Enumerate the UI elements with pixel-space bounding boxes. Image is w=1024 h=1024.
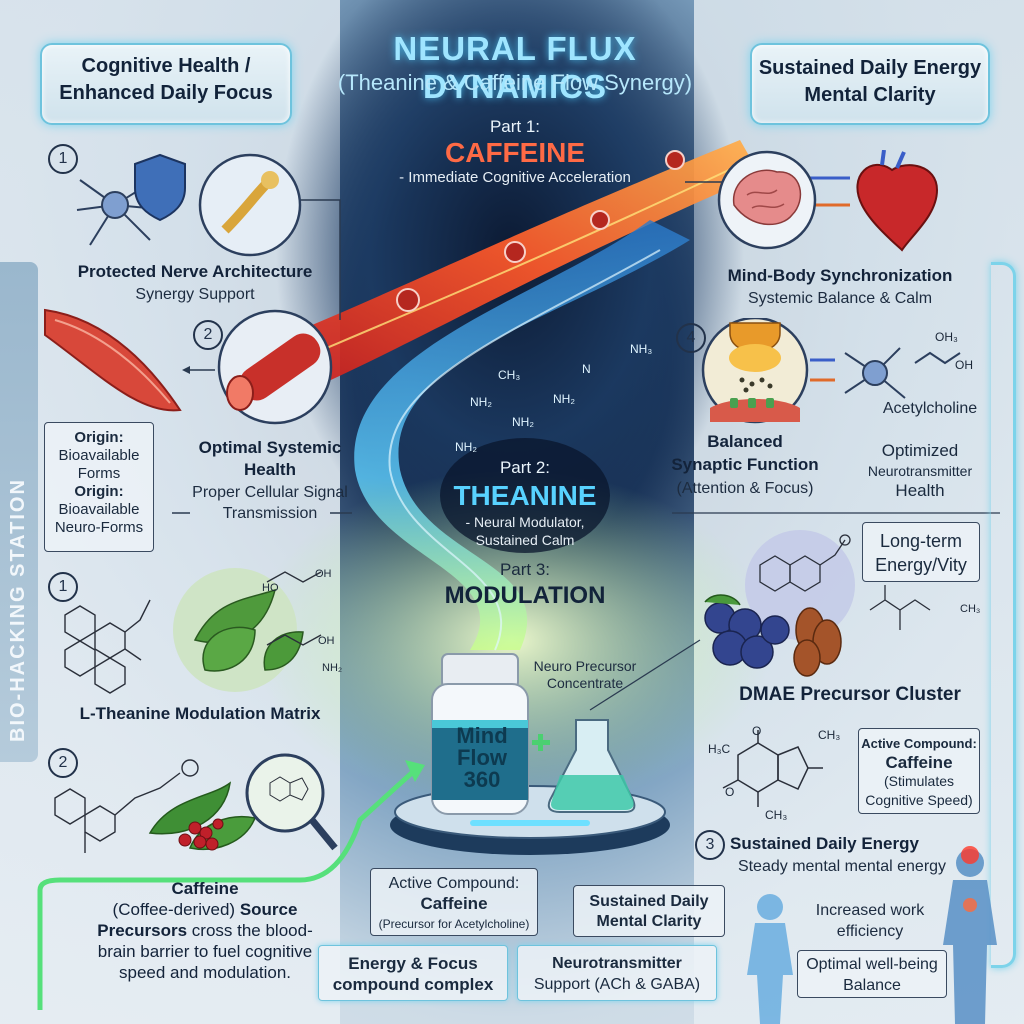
chem-o-2: O — [725, 785, 735, 799]
chem-nh2-stream-1: NH₂ — [470, 395, 492, 409]
acetylcholine-label: Acetylcholine — [882, 400, 978, 417]
chem-oh3: OH₃ — [935, 330, 958, 344]
synaptic-title2: Synaptic Function — [671, 455, 819, 474]
optimal-systemic-title2: Health — [244, 460, 296, 479]
neurotransmitter-support-box: Neurotransmitter Support (ACh & GABA) — [517, 945, 717, 1001]
part2-desc2: Sustained Calm — [475, 532, 575, 548]
mind-body-title: Mind-Body Synchronization — [727, 266, 953, 285]
chem-oh-2: OH — [318, 635, 335, 647]
mind-body-sub: Systemic Balance & Calm — [747, 290, 933, 307]
product-pedestal-illustration — [390, 653, 670, 855]
part2-disc — [440, 438, 610, 553]
synapse-illustration — [701, 318, 961, 424]
step-number-4: 2 — [48, 748, 78, 778]
energy-focus-box: Energy & Focus compound complex — [318, 945, 508, 1001]
chem-oh-3: OH — [955, 358, 973, 372]
increased-efficiency-2: efficiency — [836, 923, 904, 940]
optimal-systemic-title1: Optimal Systemic — [198, 438, 342, 457]
part3-name: MODULATION — [444, 582, 606, 609]
part1-name: CAFFEINE — [445, 137, 585, 168]
chem-o-1: O — [752, 724, 762, 738]
part2-desc1: - Neural Modulator, — [465, 514, 585, 530]
chem-nh2-1: NH₂ — [322, 662, 343, 674]
caffeine-molecule — [722, 730, 823, 807]
sustained-energy-box: Sustained Daily Energy Mental Clarity — [750, 43, 990, 125]
chem-ch3-1: CH₃ — [960, 603, 981, 615]
caffeine-source-block: Caffeine (Coffee-derived) Source Precurs… — [97, 879, 313, 982]
part3-label: Part 3: — [499, 560, 551, 579]
berries-seeds-illustration — [704, 530, 931, 677]
bottle-brand: Mind Flow 360 — [456, 723, 508, 792]
part1-desc: - Immediate Cognitive Acceleration — [399, 169, 631, 186]
dmae-label: DMAE Precursor Cluster — [739, 684, 961, 705]
protected-nerve-sub: Synergy Support — [135, 286, 255, 303]
optimal-systemic-sub2: Transmission — [222, 505, 318, 522]
page-title: NEURAL FLUX DYNAMICS — [393, 30, 637, 105]
step-number-1: 1 — [48, 144, 78, 174]
chem-ch3-2: CH₃ — [818, 728, 841, 742]
part1-label: Part 1: — [489, 117, 541, 136]
chem-h3c-1: H₃C — [708, 742, 731, 756]
muscle-vessel-illustration — [44, 308, 333, 425]
step-number-6: 3 — [695, 830, 725, 860]
synaptic-title1: Balanced — [707, 432, 783, 451]
chem-nh2-stream-4: NH₂ — [455, 440, 477, 454]
chem-oh-1: OH — [315, 568, 332, 580]
step-number-5: 4 — [676, 323, 706, 353]
part2-name: THEANINE — [453, 480, 597, 511]
longterm-box: Long-term Energy/Vity — [862, 522, 980, 582]
chem-nh2-stream-2: NH₂ — [512, 415, 534, 429]
optimal-wellbeing-box: Optimal well-being Balance — [797, 950, 947, 998]
coffee-plant-illustration — [54, 753, 338, 853]
cognitive-health-box: Cognitive Health / Enhanced Daily Focus — [40, 43, 292, 125]
sustained-clarity-box: Sustained Daily Mental Clarity — [573, 885, 725, 937]
theanine-matrix-label: L-Theanine Modulation Matrix — [79, 704, 321, 723]
origin-box: Origin: Bioavailable Forms Origin: Bioav… — [44, 422, 154, 552]
chem-ch3-stream: CH₃ — [498, 368, 521, 382]
step-number-3: 1 — [48, 572, 78, 602]
sustained-energy-title: Sustained Daily Energy — [730, 834, 919, 853]
page-subtitle: (Theanine & Caffeine Flow Synergy) — [337, 70, 693, 95]
chem-nh3-stream: NH₃ — [630, 342, 653, 356]
part2-label: Part 2: — [499, 458, 551, 477]
neuro-precursor-label: Neuro Precursor Concentrate — [533, 658, 637, 691]
active-compound-center-box: Active Compound: Caffeine (Precursor for… — [370, 868, 538, 936]
sustained-energy-sub: Steady mental mental energy — [737, 858, 947, 875]
synaptic-sub: (Attention & Focus) — [676, 480, 814, 497]
chem-n-stream: N — [582, 362, 591, 376]
optimal-systemic-sub1: Proper Cellular Signal — [192, 484, 348, 501]
human-figures-illustration — [747, 846, 997, 1024]
side-banner: BIO-HACKING STATION — [0, 262, 38, 762]
chem-ho-1: HO — [262, 582, 279, 594]
tea-leaf-illustration — [64, 568, 322, 694]
protected-nerve-title: Protected Nerve Architecture — [77, 262, 313, 281]
active-compound-right-box: Active Compound: Caffeine (Stimulates Co… — [858, 728, 980, 814]
brain-heart-illustration — [717, 150, 939, 252]
right-bracket-decor — [991, 262, 1016, 968]
step-number-2: 2 — [193, 320, 223, 350]
neuron-shield-illustration — [76, 153, 302, 257]
increased-efficiency-1: Increased work — [815, 902, 925, 919]
chem-nh2-stream-3: NH₂ — [553, 392, 575, 406]
chem-ch3-3: CH₃ — [765, 808, 788, 822]
optimized-box: Optimized Neurotransmitter Health — [867, 441, 973, 500]
